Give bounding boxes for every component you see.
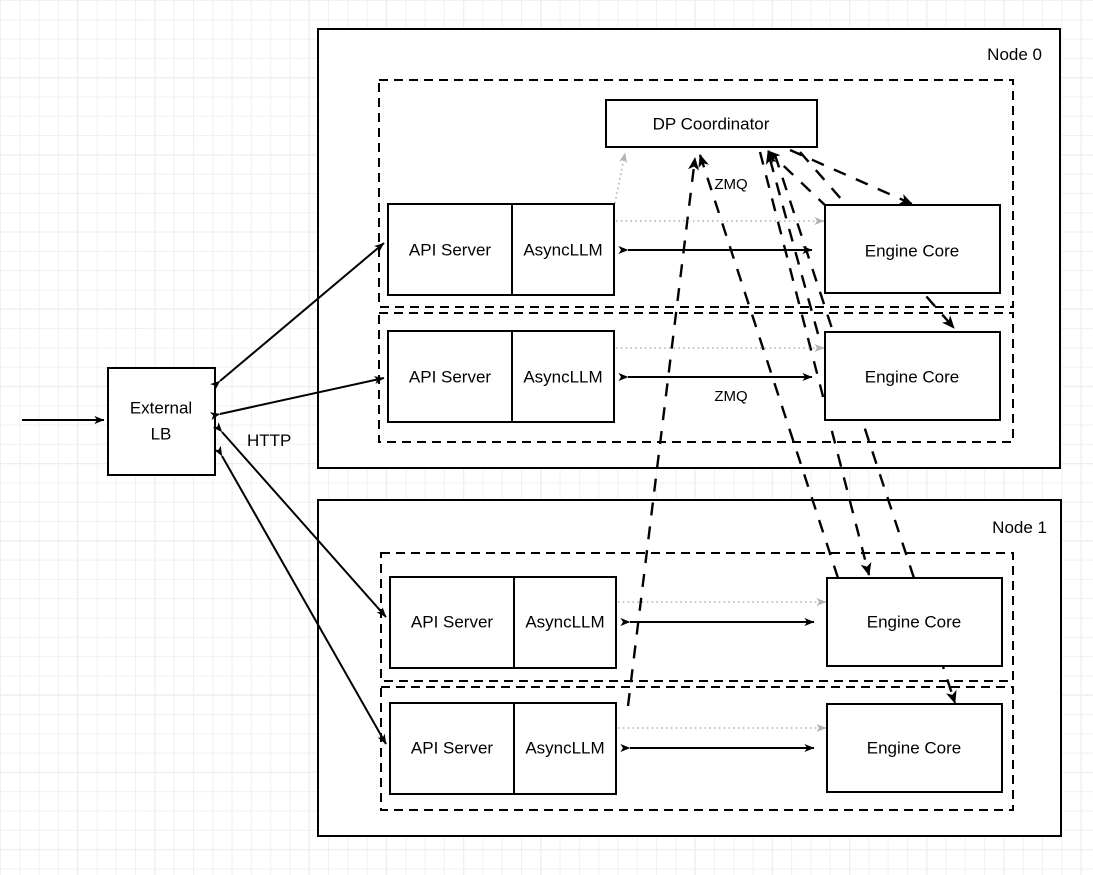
node-0-async-llm-1-label: AsyncLLM bbox=[523, 367, 602, 386]
node-0-api-server-1-box[interactable] bbox=[387, 330, 615, 423]
node-1-engine-core-1-box[interactable] bbox=[826, 703, 1003, 793]
dp-coordinator-box[interactable] bbox=[605, 99, 818, 148]
http-link-lb-node0-api0 bbox=[210, 242, 385, 391]
node-0-label: Node 0 bbox=[987, 45, 1042, 64]
node-1-engine-core-0-box[interactable] bbox=[826, 577, 1003, 667]
node-1-async-llm-0-label: AsyncLLM bbox=[525, 612, 604, 631]
http-link-lb-node0-api1 bbox=[209, 376, 385, 420]
external-lb-label-line1: External bbox=[130, 398, 192, 417]
zmq-label-top: ZMQ bbox=[714, 176, 747, 193]
zmq-link-node0-ec1-to-coordinator bbox=[765, 151, 820, 335]
node-1-group-1-boundary bbox=[380, 686, 1014, 811]
node-1-label: Node 1 bbox=[992, 518, 1047, 537]
node-0-api-server-0-label: API Server bbox=[409, 240, 492, 259]
zmq-link-coordinator-to-node0-ec1 bbox=[799, 151, 955, 329]
zmq-label-mid: ZMQ bbox=[714, 388, 747, 405]
node-0-api-server-0-box[interactable] bbox=[387, 203, 615, 296]
node-0-api-server-1-label: API Server bbox=[409, 367, 492, 386]
node-1-api-server-1-box[interactable] bbox=[389, 702, 617, 795]
node-0-group-0-boundary bbox=[378, 79, 1014, 308]
node-1-engine-core-0-label: Engine Core bbox=[867, 612, 962, 631]
zmq-link-node1-ec0-to-coordinator bbox=[698, 154, 840, 579]
http-link-lb-node1-api1 bbox=[213, 445, 387, 745]
external-lb-label-line2: LB bbox=[151, 424, 172, 443]
node-0-engine-core-1-box[interactable] bbox=[824, 331, 1001, 421]
node-0-engine-core-1-label: Engine Core bbox=[865, 367, 960, 386]
external-lb-box[interactable] bbox=[107, 367, 216, 476]
node-1-api-server-1-label: API Server bbox=[411, 738, 494, 757]
zmq-link-coordinator-to-node1-ec0 bbox=[758, 151, 872, 576]
http-label: HTTP bbox=[247, 431, 291, 450]
node-1-async-llm-1-label: AsyncLLM bbox=[525, 738, 604, 757]
node-1-engine-core-1-label: Engine Core bbox=[867, 738, 962, 757]
dp-coordinator-label: DP Coordinator bbox=[653, 114, 770, 133]
node-0-engine-core-0-box[interactable] bbox=[824, 204, 1001, 294]
node-1-api-server-0-label: API Server bbox=[411, 612, 494, 631]
node-0-engine-core-0-label: Engine Core bbox=[865, 241, 960, 260]
node-1-api-server-0-box[interactable] bbox=[389, 576, 617, 669]
node-0-async-llm-0-label: AsyncLLM bbox=[523, 240, 602, 259]
